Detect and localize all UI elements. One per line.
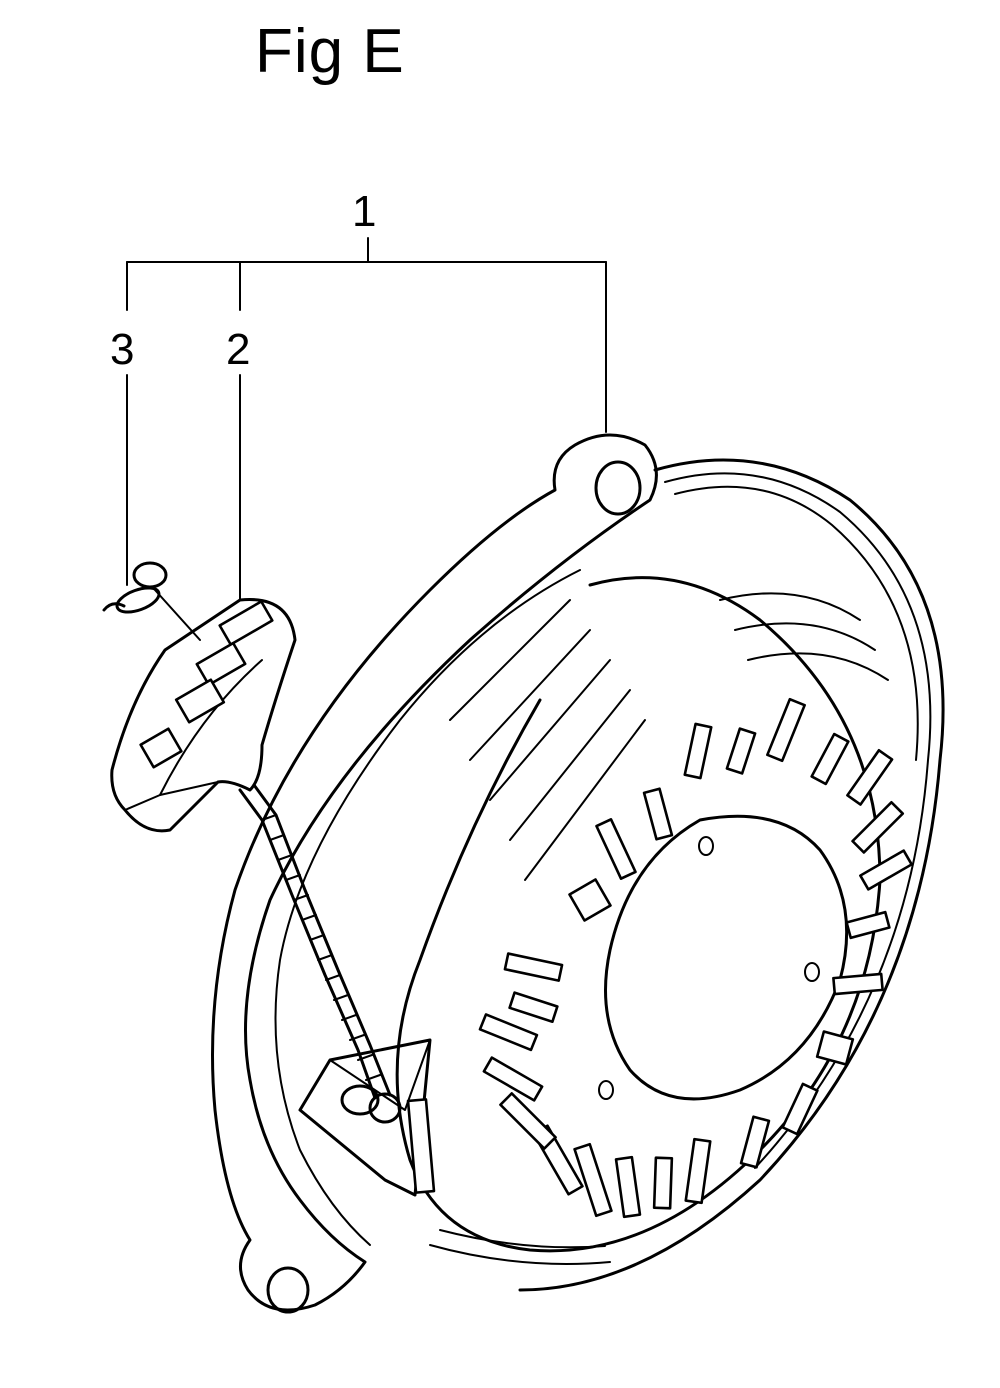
starter-handle bbox=[110, 598, 297, 833]
rope-clip bbox=[102, 561, 201, 641]
vent-fins bbox=[478, 697, 913, 1219]
callout-label-2: 2 bbox=[226, 325, 251, 374]
callout-label-1: 1 bbox=[352, 187, 377, 236]
starter-housing bbox=[211, 433, 945, 1314]
starter-rope bbox=[238, 783, 392, 1100]
rope-guide bbox=[298, 1038, 436, 1197]
figure-title: Fig E bbox=[255, 17, 405, 86]
callout-label-3: 3 bbox=[110, 325, 135, 374]
leader-lines bbox=[126, 237, 607, 601]
